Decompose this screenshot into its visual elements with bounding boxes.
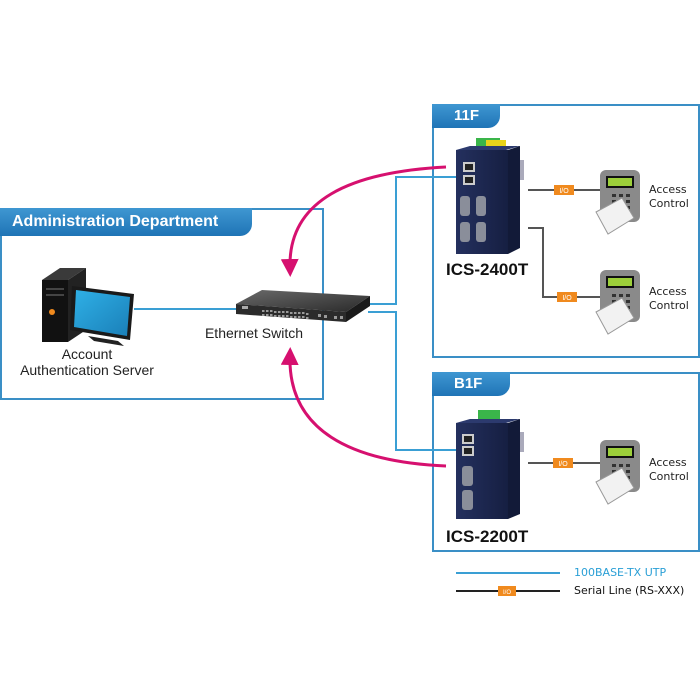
utp-link-switch-ics2400	[368, 176, 458, 305]
io-badge-2-text: I/O	[562, 295, 572, 302]
switch-label: Ethernet Switch	[204, 325, 304, 341]
access-control-reader-icon-1	[595, 170, 640, 235]
zone-title-administration: Administration Department	[0, 208, 252, 236]
io-badge-1-text: I/O	[559, 188, 569, 195]
access-control-1-line2: Control	[649, 197, 689, 211]
arrow-11f-to-switch	[280, 165, 447, 277]
access-control-2-line2: Control	[649, 299, 689, 313]
ics-2200t-device-icon	[456, 410, 524, 519]
legend-serial-badge-text: I/O	[503, 590, 511, 596]
legend-serial-badge	[498, 586, 516, 596]
legend-utp-label: 100BASE-TX UTP	[574, 566, 667, 579]
zone-title-11f: 11F	[432, 104, 500, 128]
serial-links	[528, 189, 600, 464]
io-badge-3-text: I/O	[558, 461, 568, 468]
server-computer-icon	[42, 268, 134, 346]
ethernet-switch-icon	[236, 290, 370, 322]
utp-links	[134, 176, 458, 451]
serial-link-11f-2	[528, 227, 600, 298]
access-control-3-line1: Access	[649, 456, 687, 469]
access-control-2-line1: Access	[649, 285, 687, 298]
arrow-b1f-to-switch	[280, 347, 447, 468]
server-label: Account Authentication Server	[12, 346, 162, 378]
legend-serial-label: Serial Line (RS-XXX)	[574, 584, 685, 597]
access-control-1-line1: Access	[649, 183, 687, 196]
zone-title-b1f: B1F	[432, 372, 510, 396]
access-control-3-line2: Control	[649, 470, 689, 484]
access-control-label-3: Access Control	[649, 456, 689, 485]
ics-2200t-label: ICS-2200T	[446, 527, 529, 546]
io-badge-2: I/O	[557, 292, 577, 302]
access-control-label-1: Access Control	[649, 183, 689, 212]
access-control-reader-icon-3	[595, 440, 640, 505]
server-label-line1: Account	[61, 346, 113, 362]
ics-2400t-label: ICS-2400T	[446, 260, 529, 279]
access-control-reader-icon-2	[595, 270, 640, 335]
utp-link-switch-ics2200	[368, 311, 458, 451]
io-badge-1: I/O	[554, 185, 574, 195]
access-control-label-2: Access Control	[649, 285, 689, 314]
io-badge-3: I/O	[553, 458, 573, 468]
server-label-line2: Authentication Server	[20, 362, 154, 379]
data-flow-arrows	[280, 165, 447, 468]
ics-2400t-device-icon	[456, 138, 524, 254]
